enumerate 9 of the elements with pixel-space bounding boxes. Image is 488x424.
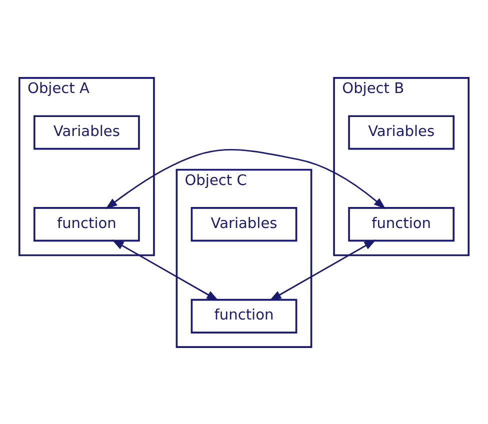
node-box: Variables [348,114,455,150]
node-box: function [190,298,298,333]
node-box: function [348,206,455,242]
arrow [269,239,376,300]
node-box: Variables [190,206,298,242]
node-box: Variables [33,114,140,150]
node-box: function [33,206,140,242]
arrow [112,239,219,300]
arrow [105,148,386,209]
